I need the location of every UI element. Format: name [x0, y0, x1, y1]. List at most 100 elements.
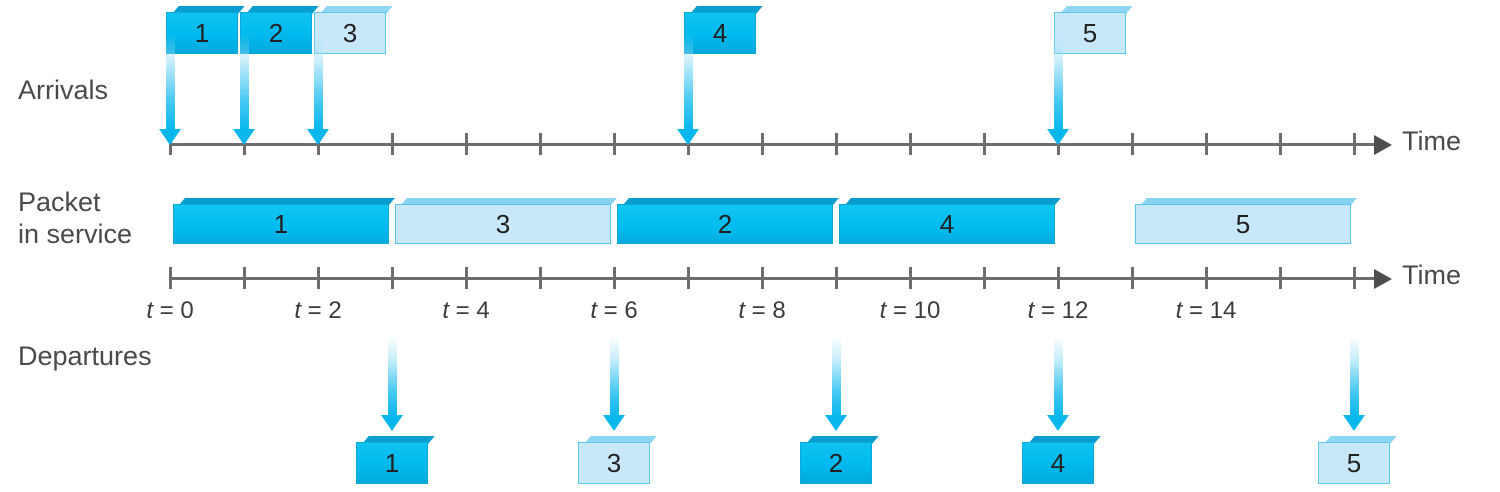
arrow-head — [677, 129, 699, 145]
arrivals-axis-tick — [465, 133, 468, 155]
service-axis-tick — [1205, 267, 1208, 289]
chip-label: 3 — [314, 12, 386, 54]
service-bar: 3 — [395, 198, 617, 244]
time-tick-label: t = 14 — [1175, 297, 1237, 324]
arrivals-axis-tick — [835, 133, 838, 155]
service-axis-tick — [835, 267, 838, 289]
arrow-shaft — [1053, 336, 1063, 416]
departures-row-label: Departures — [18, 341, 152, 371]
service-axis-tick — [317, 267, 320, 289]
service-axis-tick — [1131, 267, 1134, 289]
chip-label: 4 — [1022, 442, 1094, 484]
arrow-head — [825, 415, 847, 431]
service-bar: 4 — [839, 198, 1061, 244]
departure-packet: 1 — [356, 436, 435, 484]
time-tick-label: t = 2 — [294, 297, 342, 324]
arrivals-axis-tick — [1353, 133, 1356, 155]
service-axis-tick — [1057, 267, 1060, 289]
chip-label: 3 — [578, 442, 650, 484]
time-tick-label: t = 6 — [590, 297, 638, 324]
chip-label: 2 — [800, 442, 872, 484]
service-axis-tick — [983, 267, 986, 289]
service-axis-tick — [391, 267, 394, 289]
service-axis-tick — [1353, 267, 1356, 289]
service-axis-tick — [465, 267, 468, 289]
departure-packet: 4 — [1022, 436, 1101, 484]
arrival-arrow — [159, 34, 181, 145]
time-tick-label: t = 8 — [738, 297, 786, 324]
departure-arrow — [381, 336, 403, 431]
arrow-shaft — [387, 336, 397, 416]
departure-arrow — [1047, 336, 1069, 431]
arrival-packet: 4 — [684, 6, 763, 54]
arrivals-axis-tick — [539, 133, 542, 155]
arrival-arrow — [307, 34, 329, 145]
arrow-head — [1343, 415, 1365, 431]
departure-arrow — [603, 336, 625, 431]
arrow-shaft — [1349, 336, 1359, 416]
departure-packet: 2 — [800, 436, 879, 484]
arrivals-axis-line — [170, 143, 1374, 146]
service-bar: 5 — [1135, 198, 1357, 244]
chip-label: 1 — [356, 442, 428, 484]
service-bar: 2 — [617, 198, 839, 244]
service-axis-tick — [613, 267, 616, 289]
departure-packet: 5 — [1318, 436, 1397, 484]
arrivals-row-label: Arrivals — [18, 75, 109, 105]
arrow-head — [159, 129, 181, 145]
arrow-shaft — [609, 336, 619, 416]
arrival-arrow — [1047, 34, 1069, 145]
chip-label: 4 — [684, 12, 756, 54]
arrow-shaft — [165, 34, 175, 130]
arrow-head — [603, 415, 625, 431]
service-axis-tick — [243, 267, 246, 289]
arrow-shaft — [313, 34, 323, 130]
service-axis-tick — [761, 267, 764, 289]
service-axis-arrowhead — [1374, 268, 1392, 289]
arrival-packet: 2 — [240, 6, 319, 54]
service-axis-tick — [169, 267, 172, 289]
time-tick-label: t = 12 — [1027, 297, 1089, 324]
service-bar: 1 — [173, 198, 395, 244]
service-bar-label: 2 — [617, 204, 833, 244]
arrivals-axis-tick — [909, 133, 912, 155]
service-time-caption: Time — [1402, 260, 1461, 290]
time-tick-label: t = 10 — [879, 297, 941, 324]
service-axis-tick — [687, 267, 690, 289]
departure-arrow — [825, 336, 847, 431]
arrow-head — [1047, 415, 1069, 431]
chip-label: 1 — [166, 12, 238, 54]
chip-label: 5 — [1318, 442, 1390, 484]
arrivals-axis-tick — [613, 133, 616, 155]
arrow-shaft — [831, 336, 841, 416]
service-axis-tick — [1279, 267, 1282, 289]
arrival-packet: 5 — [1054, 6, 1133, 54]
arrival-packet: 1 — [166, 6, 245, 54]
service-bar-label: 4 — [839, 204, 1055, 244]
chip-label: 2 — [240, 12, 312, 54]
arrival-arrow — [677, 34, 699, 145]
arrival-packet: 3 — [314, 6, 393, 54]
chip-label: 5 — [1054, 12, 1126, 54]
arrow-head — [233, 129, 255, 145]
arrivals-axis-tick — [391, 133, 394, 155]
time-tick-label: t = 4 — [442, 297, 490, 324]
arrival-arrow — [233, 34, 255, 145]
packet-in-service-row-label: Packet in service — [18, 187, 133, 249]
arrow-shaft — [1053, 34, 1063, 130]
arrow-shaft — [239, 34, 249, 130]
arrow-head — [381, 415, 403, 431]
arrow-shaft — [683, 34, 693, 130]
time-tick-label: t = 0 — [146, 297, 194, 324]
service-axis-tick — [539, 267, 542, 289]
arrivals-axis-tick — [1131, 133, 1134, 155]
service-bar-label: 3 — [395, 204, 611, 244]
service-axis-line — [170, 277, 1374, 280]
arrow-head — [307, 129, 329, 145]
service-axis-tick — [909, 267, 912, 289]
arrow-head — [1047, 129, 1069, 145]
departure-arrow — [1343, 336, 1365, 431]
arrivals-time-caption: Time — [1402, 126, 1461, 156]
arrivals-axis-tick — [761, 133, 764, 155]
